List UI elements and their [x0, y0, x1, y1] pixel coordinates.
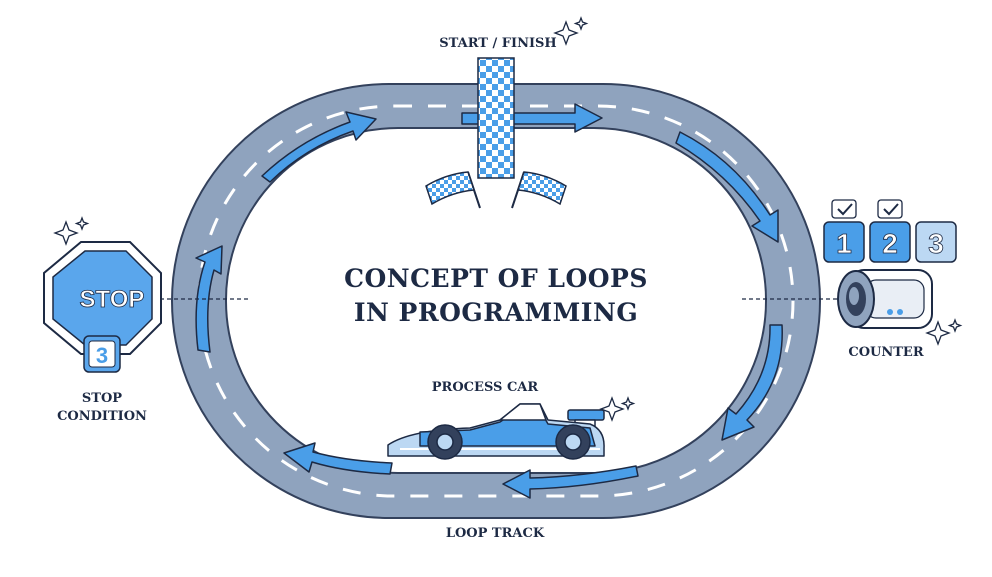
- counter-digit-3: 3: [928, 228, 944, 259]
- arrow-top-left: [261, 111, 377, 183]
- checkmark-icon: [831, 199, 857, 219]
- counter-digits: [823, 221, 957, 263]
- sparkle-icon: [53, 216, 90, 246]
- sparkle-icon: [553, 16, 589, 46]
- diagram-title: CONCEPT OF LOOPS IN PROGRAMMING: [336, 262, 656, 330]
- title-line-1: CONCEPT OF LOOPS: [344, 264, 648, 293]
- counter-digit-2: 2: [882, 228, 898, 259]
- sparkle-icon: [599, 396, 636, 422]
- arrow-right-top: [675, 131, 779, 243]
- race-car-icon: [387, 403, 605, 460]
- arrow-bottom-left: [283, 442, 393, 475]
- direction-arrows: [195, 103, 783, 499]
- counter-icon: [837, 269, 933, 329]
- stop-condition-label: STOP CONDITION: [42, 390, 162, 426]
- arrow-right-bottom: [721, 324, 783, 441]
- arrow-bottom-right: [502, 465, 639, 499]
- stop-condition-line-1: STOP: [81, 391, 123, 406]
- sparkle-icon: [925, 318, 963, 346]
- stop-value: 3: [96, 343, 108, 368]
- checkered-flag-icon: [425, 171, 481, 209]
- checkered-flag-icon: [511, 171, 567, 209]
- stop-sign-icon: [43, 241, 162, 373]
- loop-track: [171, 83, 821, 519]
- start-finish-line: [477, 57, 515, 179]
- stop-condition-line-2: CONDITION: [57, 409, 147, 424]
- counter-digit-box: [915, 221, 957, 263]
- checkmark-icon: [877, 199, 903, 219]
- counter-label: COUNTER: [848, 345, 924, 360]
- title-line-2: IN PROGRAMMING: [353, 298, 639, 327]
- counter-digit-1: 1: [836, 228, 852, 259]
- loop-track-label: LOOP TRACK: [445, 526, 545, 541]
- stop-sign-text: STOP: [80, 286, 145, 313]
- counter-digit-box: [869, 221, 911, 263]
- counter-digit-box: [823, 221, 865, 263]
- start-finish-label: START / FINISH: [439, 36, 557, 51]
- arrow-left: [195, 245, 223, 353]
- process-car-label: PROCESS CAR: [431, 380, 539, 395]
